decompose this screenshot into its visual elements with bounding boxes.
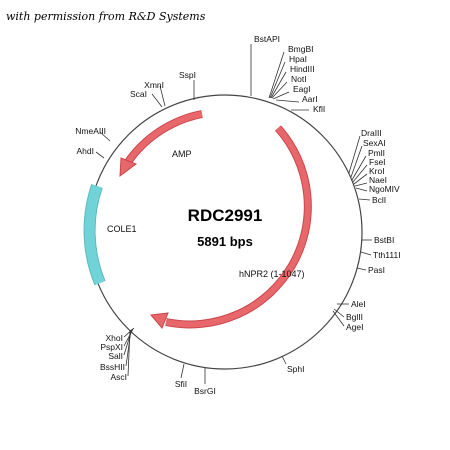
tick-draiii — [348, 135, 361, 174]
tick-eagi — [272, 91, 290, 100]
cole1-label: COLE1 — [107, 224, 137, 234]
plasmid-name: RDC2991 — [188, 206, 263, 225]
site-scai[interactable]: ScaI — [130, 89, 147, 99]
site-eagi[interactable]: EagI — [293, 84, 311, 94]
insert-arrowhead — [150, 312, 169, 329]
amp-arrowhead — [119, 157, 138, 178]
tick-scai — [151, 93, 163, 108]
site-kfli[interactable]: KflI — [313, 104, 325, 114]
site-pspxi[interactable]: PspXI — [100, 342, 123, 352]
site-hpai[interactable]: HpaI — [289, 54, 307, 64]
tick-bmgbi — [268, 51, 285, 99]
site-ngomiv[interactable]: NgoMIV — [369, 184, 400, 194]
site-aari[interactable]: AarI — [302, 94, 318, 104]
tick-agei — [332, 310, 345, 327]
tick-pspxi — [123, 328, 134, 347]
tick-fsei — [352, 164, 368, 183]
tick-bcli — [358, 198, 371, 201]
site-alei[interactable]: AleI — [351, 299, 366, 309]
site-xmni[interactable]: XmnI — [144, 80, 164, 90]
site-nmeaiii[interactable]: NmeAIII — [75, 126, 106, 136]
site-hindiii[interactable]: HindIII — [290, 64, 315, 74]
tick-pasi — [356, 267, 367, 271]
tick-hpai — [269, 61, 286, 99]
site-sphi[interactable]: SphI — [287, 364, 305, 374]
tick-kroi — [353, 173, 368, 185]
insert-arrow[interactable] — [165, 126, 311, 328]
site-bstapi[interactable]: BstAPI — [254, 34, 280, 44]
site-fsei[interactable]: FseI — [369, 157, 386, 167]
site-sali[interactable]: SalI — [108, 351, 123, 361]
tick-xmni — [159, 85, 166, 107]
site-sexai[interactable]: SexAI — [363, 138, 386, 148]
tick-tth111i — [360, 251, 372, 256]
site-sfii[interactable]: SfiI — [175, 379, 187, 389]
site-xhoi[interactable]: XhoI — [106, 333, 124, 343]
site-noti[interactable]: NotI — [291, 74, 307, 84]
site-pasi[interactable]: PasI — [368, 265, 385, 275]
site-kroi[interactable]: KroI — [369, 166, 385, 176]
tick-xhoi — [123, 327, 135, 338]
tick-aari — [275, 99, 300, 103]
tick-noti — [271, 81, 288, 99]
site-tth111i[interactable]: Tth111I — [373, 250, 401, 260]
site-bmgbi[interactable]: BmgBI — [288, 44, 314, 54]
site-ticks — [95, 44, 372, 384]
site-bstbi[interactable]: BstBI — [374, 235, 394, 245]
cole1-origin[interactable] — [84, 184, 105, 285]
site-pmli[interactable]: PmlI — [368, 148, 385, 158]
amp-label: AMP — [172, 149, 192, 159]
site-bsrgi[interactable]: BsrGI — [194, 386, 216, 396]
tick-nmeaiii — [99, 131, 111, 142]
tick-ahdi — [95, 151, 105, 159]
credit-text: with permission from R&D Systems — [6, 10, 206, 23]
site-bcli[interactable]: BclI — [372, 195, 386, 205]
site-ahdi[interactable]: AhdI — [77, 146, 95, 156]
site-agei[interactable]: AgeI — [346, 322, 364, 332]
tick-ngomiv — [355, 187, 368, 192]
site-bsshii[interactable]: BssHII — [100, 362, 125, 372]
site-naei[interactable]: NaeI — [369, 175, 387, 185]
site-bglii[interactable]: BglII — [346, 312, 363, 322]
tick-bglii — [333, 308, 345, 318]
tick-naei — [354, 182, 368, 187]
insert-label: hNPR2 (1-1047) — [239, 269, 305, 279]
site-labels: BstAPI BmgBI HpaI HindIII NotI EagI AarI… — [75, 34, 400, 396]
tick-sfii — [180, 363, 185, 379]
tick-sphi — [281, 355, 287, 365]
plasmid-size: 5891 bps — [197, 234, 253, 249]
site-sspi[interactable]: SspI — [179, 70, 196, 80]
site-asci[interactable]: AscI — [110, 372, 127, 382]
tick-hindiii — [270, 71, 287, 99]
tick-sexai — [350, 145, 363, 178]
tick-pmli — [351, 155, 367, 181]
amp-arrow[interactable] — [125, 111, 203, 164]
site-draiii[interactable]: DraIII — [361, 128, 382, 138]
